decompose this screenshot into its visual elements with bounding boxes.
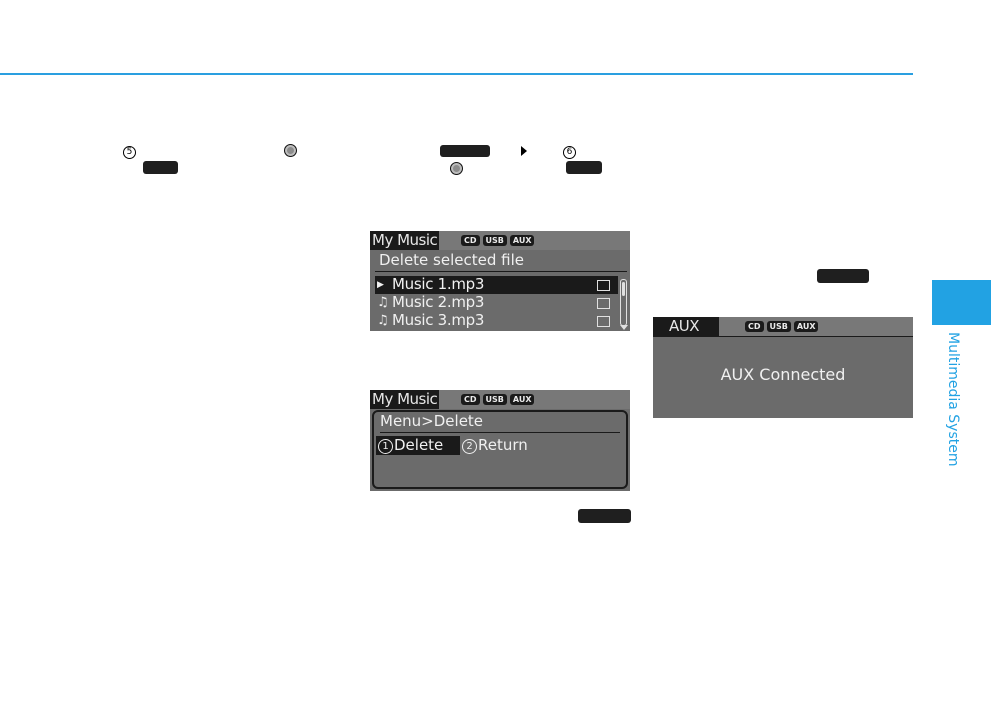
play-icon: ▶ [377, 280, 384, 290]
header-rule [0, 73, 913, 75]
lcd-delete-file-screen: My Music CD USB AUX Delete selected file… [370, 231, 630, 331]
file-row-3[interactable]: ♫ Music 3.mp3 [375, 311, 618, 330]
aux-badge: AUX [509, 235, 535, 246]
file-checkbox[interactable] [597, 298, 610, 309]
scrollbar[interactable] [620, 279, 627, 326]
lcd-title: AUX [653, 317, 719, 336]
divider [380, 432, 620, 433]
chapter-tab [932, 280, 991, 325]
file-row-2[interactable]: ♫ Music 2.mp3 [375, 293, 618, 312]
file-name: Music 3.mp3 [392, 311, 485, 329]
tune-knob-icon-2 [450, 162, 463, 175]
return-option-label: Return [478, 436, 528, 454]
divider [653, 336, 913, 337]
cd-badge: CD [745, 321, 764, 332]
divider [375, 271, 627, 272]
screen-heading: Delete selected file [379, 251, 524, 269]
button-glyph-left [143, 161, 178, 174]
file-checkbox[interactable] [597, 316, 610, 327]
delete-option-label: Delete [394, 436, 444, 454]
source-badges: CD USB AUX [461, 394, 535, 405]
scroll-thumb[interactable] [622, 282, 625, 296]
file-checkbox[interactable] [597, 280, 610, 291]
scroll-down-icon [620, 325, 628, 330]
tune-knob-icon [284, 144, 297, 157]
step-6-marker: 6 [563, 146, 576, 159]
step-5-marker: 5 [123, 146, 136, 159]
option-1-number: 1 [378, 439, 393, 454]
dialog-heading: Menu>Delete [380, 412, 484, 430]
source-badges: CD USB AUX [745, 321, 819, 332]
lcd-title: My Music [370, 231, 440, 250]
arrow-right-icon [521, 146, 527, 156]
source-badges: CD USB AUX [461, 235, 535, 246]
usb-badge: USB [482, 235, 507, 246]
file-name: Music 2.mp3 [392, 293, 485, 311]
lcd-aux-screen: AUX CD USB AUX AUX Connected [653, 317, 913, 418]
button-glyph-right [566, 161, 602, 174]
usb-badge: USB [482, 394, 507, 405]
music-note-icon: ♫ [377, 295, 389, 310]
chapter-label-text: Multimedia System [945, 332, 961, 467]
cd-badge: CD [461, 394, 480, 405]
file-row-1[interactable]: ▶ Music 1.mp3 [375, 275, 618, 294]
aux-badge: AUX [509, 394, 535, 405]
lcd-title: My Music [370, 390, 440, 409]
button-glyph-bottom [578, 509, 631, 523]
button-glyph-aux [817, 269, 869, 283]
music-note-icon: ♫ [377, 313, 389, 328]
option-2-number: 2 [462, 439, 477, 454]
aux-status-message: AUX Connected [720, 365, 846, 384]
usb-badge: USB [766, 321, 791, 332]
menu-button-glyph [440, 145, 490, 157]
chapter-label: Multimedia System [941, 332, 961, 466]
cd-badge: CD [461, 235, 480, 246]
file-name: Music 1.mp3 [392, 275, 485, 293]
aux-badge: AUX [793, 321, 819, 332]
